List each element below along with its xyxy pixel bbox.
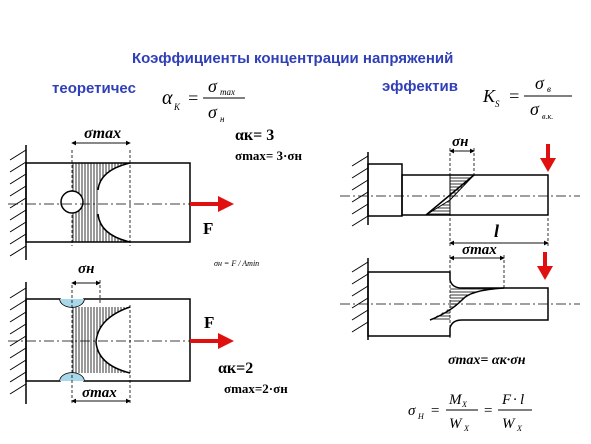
bottom-left-sigma-n: σн [78, 261, 94, 277]
svg-text:·: · [513, 392, 517, 408]
formula-sigma-bending: σ H = M X W X = F · l W X [408, 392, 532, 433]
formula-alpha-k: α К = σ max σ н [162, 76, 245, 124]
svg-text:в.к.: в.к. [542, 112, 553, 121]
svg-text:=: = [187, 88, 199, 108]
svg-text:К: К [173, 102, 181, 112]
svg-text:K: K [482, 86, 496, 106]
bottom-left-relation: σmax=2·σн [224, 381, 288, 396]
svg-text:σ: σ [208, 76, 218, 96]
top-right-sigma-n: σн [452, 134, 468, 150]
stepped-shaft-bottom [340, 252, 580, 340]
top-left-sigma-max: σmax [84, 125, 121, 142]
formula-sigma-n-small: σн = F / Amin [214, 259, 259, 268]
stepped-shaft-top [340, 144, 580, 248]
bottom-left-force: F [204, 313, 214, 332]
svg-text:α: α [162, 87, 173, 109]
label-effective: эффектив [382, 78, 458, 95]
svg-text:σ: σ [535, 73, 545, 93]
svg-text:S: S [495, 99, 500, 109]
svg-text:H: H [417, 412, 425, 421]
top-left-relation: σmax= 3·σн [235, 148, 302, 163]
svg-text:σ: σ [208, 102, 218, 122]
svg-text:=: = [483, 403, 493, 419]
svg-text:M: M [448, 392, 463, 408]
svg-text:в: в [547, 84, 551, 94]
top-left-force: F [203, 219, 213, 238]
svg-text:=: = [508, 86, 520, 106]
notched-plate [8, 280, 234, 405]
top-left-alpha: αк= 3 [235, 127, 274, 144]
title: Коэффициенты концентрации напряжений [132, 50, 454, 67]
svg-text:н: н [220, 114, 225, 124]
bottom-right-sigma-max: σmax [462, 242, 497, 258]
svg-text:l: l [520, 392, 524, 408]
svg-text:σ: σ [530, 99, 540, 119]
formula-k-sigma: K S = σ в σ в.к. [482, 73, 572, 121]
svg-text:X: X [516, 424, 523, 433]
bottom-left-alpha: αк=2 [218, 360, 253, 377]
svg-text:X: X [461, 400, 468, 409]
svg-text:W: W [449, 416, 463, 432]
bottom-right-relation: σmax= αк·σн [448, 353, 526, 368]
top-right-length: l [494, 221, 499, 241]
svg-text:F: F [501, 392, 512, 408]
bottom-left-sigma-max: σmax [82, 385, 117, 401]
plate-with-hole [8, 140, 234, 260]
svg-text:σ: σ [408, 403, 416, 419]
label-theoretical: теоретичес [52, 80, 136, 97]
svg-text:W: W [502, 416, 516, 432]
svg-text:max: max [220, 87, 235, 97]
svg-text:=: = [430, 403, 440, 419]
svg-text:X: X [463, 424, 470, 433]
